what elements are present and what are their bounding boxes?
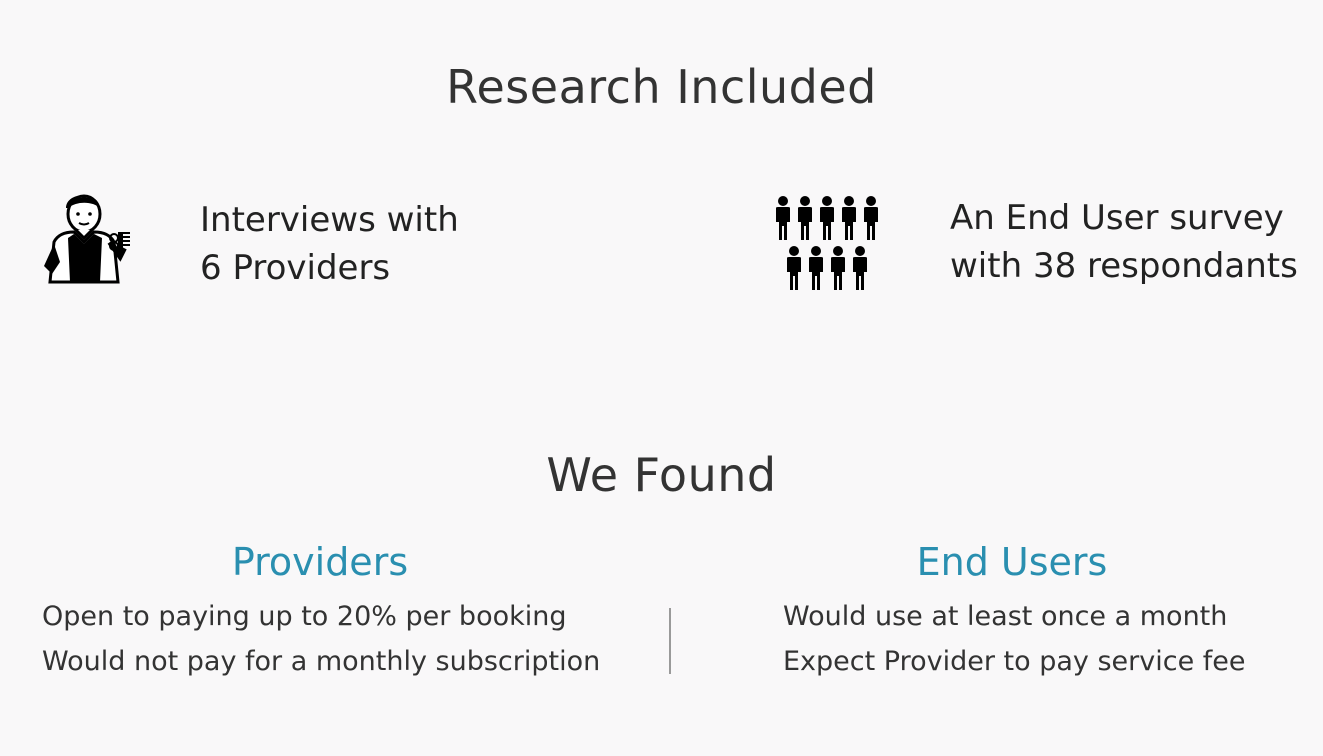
end-users-finding-item: Expect Provider to pay service fee <box>783 646 1246 677</box>
end-users-finding-item: Would use at least once a month <box>783 601 1228 632</box>
survey-line-1: An End User survey <box>950 198 1284 238</box>
interviews-line-2: 6 Providers <box>200 248 391 288</box>
survey-description: An End User survey with 38 respondants <box>950 194 1298 290</box>
research-title: Research Included <box>446 60 877 114</box>
crowd-people-icon <box>775 196 887 294</box>
interviews-description: Interviews with 6 Providers <box>200 196 459 292</box>
survey-line-2: with 38 respondants <box>950 246 1298 286</box>
providers-heading: Providers <box>231 540 409 584</box>
end-users-findings-list: Would use at least once a month Expect P… <box>783 594 1246 684</box>
providers-finding-item: Would not pay for a monthly subscription <box>42 646 601 677</box>
barber-person-icon <box>40 186 136 286</box>
column-divider <box>669 608 671 674</box>
found-title: We Found <box>546 448 777 502</box>
interviews-line-1: Interviews with <box>200 200 459 240</box>
providers-findings-list: Open to paying up to 20% per booking Wou… <box>42 594 600 684</box>
providers-finding-item: Open to paying up to 20% per booking <box>42 601 567 632</box>
end-users-heading: End Users <box>916 540 1108 584</box>
